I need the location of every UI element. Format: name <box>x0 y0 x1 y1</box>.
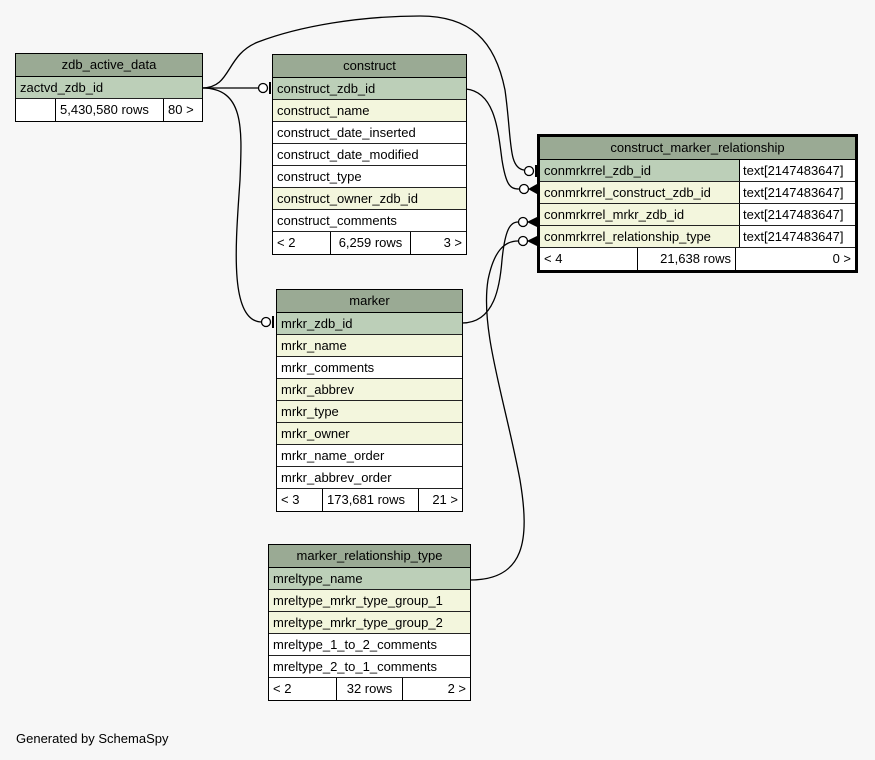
column-type: text[2147483647] <box>739 160 855 181</box>
column-row[interactable]: mrkr_zdb_id <box>277 313 462 335</box>
column-name: construct_zdb_id <box>277 81 376 96</box>
row-count: 5,430,580 rows <box>56 99 164 121</box>
column-name: conmrkrrel_mrkr_zdb_id <box>544 207 685 222</box>
table-construct-marker-relationship[interactable]: construct_marker_relationship conmrkrrel… <box>537 134 858 273</box>
column-name: conmrkrrel_relationship_type <box>544 229 711 244</box>
edge-marker-to-cmr <box>461 221 519 324</box>
zero-or-one-icon <box>260 316 272 328</box>
column-row[interactable]: mreltype_mrkr_type_group_1 <box>269 590 470 612</box>
generated-by-credit: Generated by SchemaSpy <box>16 731 169 746</box>
column-row[interactable]: construct_date_modified <box>273 144 466 166</box>
column-row[interactable]: construct_zdb_id <box>273 78 466 100</box>
parents-count[interactable]: < 3 <box>277 489 323 511</box>
zero-or-many-icon <box>517 235 529 247</box>
column-type: text[2147483647] <box>739 182 855 203</box>
table-footer: < 3 173,681 rows 21 > <box>277 489 462 511</box>
column-name: mreltype_1_to_2_comments <box>273 637 438 652</box>
zero-or-many-icon <box>518 183 530 195</box>
edge-mreltype-to-cmr <box>469 240 525 581</box>
column-name: zactvd_zdb_id <box>20 80 104 95</box>
column-row[interactable]: conmrkrrel_zdb_id text[2147483647] <box>540 160 855 182</box>
column-row[interactable]: construct_name <box>273 100 466 122</box>
column-row[interactable]: construct_owner_zdb_id <box>273 188 466 210</box>
column-row[interactable]: zactvd_zdb_id <box>16 77 202 99</box>
children-count[interactable]: 0 > <box>832 251 851 266</box>
column-row[interactable]: mrkr_abbrev_order <box>277 467 462 489</box>
column-name: mreltype_2_to_1_comments <box>273 659 438 674</box>
column-name: mrkr_type <box>281 404 339 419</box>
table-title[interactable]: marker_relationship_type <box>269 545 470 568</box>
edge-zdb-to-cmr <box>201 15 525 171</box>
column-row[interactable]: mreltype_mrkr_type_group_2 <box>269 612 470 634</box>
table-footer: 5,430,580 rows 80 > <box>16 99 202 121</box>
column-row[interactable]: construct_date_inserted <box>273 122 466 144</box>
column-name: construct_owner_zdb_id <box>277 191 418 206</box>
table-marker-relationship-type[interactable]: marker_relationship_type mreltype_name m… <box>268 544 471 701</box>
column-type: text[2147483647] <box>739 226 855 247</box>
column-name: mrkr_name <box>281 338 347 353</box>
row-count: 6,259 rows <box>331 232 411 254</box>
column-name: construct_type <box>277 169 362 184</box>
children-count[interactable]: 2 > <box>447 681 466 696</box>
children-count[interactable]: 80 > <box>168 102 194 117</box>
column-name: mrkr_abbrev <box>281 382 354 397</box>
column-row[interactable]: construct_type <box>273 166 466 188</box>
row-count: 21,638 rows <box>638 248 736 270</box>
column-row[interactable]: mrkr_name_order <box>277 445 462 467</box>
table-construct[interactable]: construct construct_zdb_id construct_nam… <box>272 54 467 255</box>
column-name: mrkr_zdb_id <box>281 316 353 331</box>
table-footer: < 2 6,259 rows 3 > <box>273 232 466 254</box>
column-name: conmrkrrel_zdb_id <box>544 163 651 178</box>
column-name: mrkr_owner <box>281 426 350 441</box>
column-name: construct_comments <box>277 213 397 228</box>
column-row[interactable]: mrkr_abbrev <box>277 379 462 401</box>
column-name: construct_date_modified <box>277 147 419 162</box>
edge-zdb-to-marker <box>201 87 263 323</box>
table-title[interactable]: construct <box>273 55 466 78</box>
table-zdb-active-data[interactable]: zdb_active_data zactvd_zdb_id 5,430,580 … <box>15 53 203 122</box>
row-count: 32 rows <box>337 678 403 700</box>
column-type: text[2147483647] <box>739 204 855 225</box>
column-name: mrkr_abbrev_order <box>281 470 392 485</box>
column-name: mrkr_name_order <box>281 448 385 463</box>
children-count[interactable]: 21 > <box>432 492 458 507</box>
column-row[interactable]: conmrkrrel_construct_zdb_id text[21474836… <box>540 182 855 204</box>
parents-count[interactable]: < 4 <box>540 248 638 270</box>
column-name: mreltype_mrkr_type_group_2 <box>273 615 443 630</box>
table-title[interactable]: marker <box>277 290 462 313</box>
parents-count[interactable]: < 2 <box>269 678 337 700</box>
zero-or-many-icon <box>517 216 529 228</box>
column-row[interactable]: mreltype_1_to_2_comments <box>269 634 470 656</box>
column-row[interactable]: mrkr_comments <box>277 357 462 379</box>
zero-or-one-icon <box>523 165 535 177</box>
column-row[interactable]: mreltype_name <box>269 568 470 590</box>
column-row[interactable]: construct_comments <box>273 210 466 232</box>
table-footer: < 4 21,638 rows 0 > <box>540 248 855 270</box>
column-row[interactable]: conmrkrrel_mrkr_zdb_id text[2147483647] <box>540 204 855 226</box>
table-marker[interactable]: marker mrkr_zdb_id mrkr_name mrkr_commen… <box>276 289 463 512</box>
table-footer: < 2 32 rows 2 > <box>269 678 470 700</box>
column-row[interactable]: mreltype_2_to_1_comments <box>269 656 470 678</box>
column-row[interactable]: mrkr_type <box>277 401 462 423</box>
column-name: conmrkrrel_construct_zdb_id <box>544 185 711 200</box>
column-row[interactable]: mrkr_name <box>277 335 462 357</box>
parents-count[interactable] <box>16 99 56 121</box>
edge-construct-to-cmr <box>465 88 520 190</box>
column-name: construct_date_inserted <box>277 125 416 140</box>
row-count: 173,681 rows <box>323 489 419 511</box>
column-name: mreltype_name <box>273 571 363 586</box>
column-name: construct_name <box>277 103 370 118</box>
column-name: mreltype_mrkr_type_group_1 <box>273 593 443 608</box>
column-row[interactable]: conmrkrrel_relationship_type text[2147483… <box>540 226 855 248</box>
table-title[interactable]: zdb_active_data <box>16 54 202 77</box>
column-name: mrkr_comments <box>281 360 375 375</box>
column-row[interactable]: mrkr_owner <box>277 423 462 445</box>
parents-count[interactable]: < 2 <box>273 232 331 254</box>
zero-or-one-icon <box>257 82 269 94</box>
table-title[interactable]: construct_marker_relationship <box>540 137 855 160</box>
children-count[interactable]: 3 > <box>443 235 462 250</box>
